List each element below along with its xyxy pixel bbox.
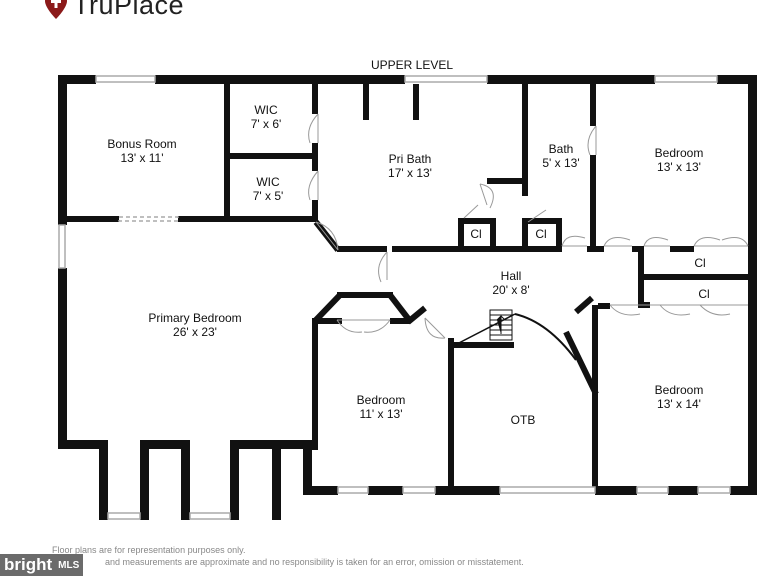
room-name-wic-1: WIC bbox=[254, 103, 278, 117]
closet-label-3: Cl bbox=[694, 256, 705, 270]
disclaimer-line-2: and measurements are approximate and no … bbox=[105, 557, 524, 567]
room-size-wic-2: 7' x 5' bbox=[253, 189, 284, 203]
closet-label-2: Cl bbox=[535, 227, 546, 241]
hall-curve bbox=[514, 313, 577, 361]
brand-logo: TruPlace bbox=[45, 0, 184, 20]
room-name-pri-bath: Pri Bath bbox=[389, 152, 432, 166]
mls-watermark: bright MLS bbox=[0, 554, 84, 576]
doors bbox=[308, 113, 749, 339]
room-name-bedroom-s: Bedroom bbox=[357, 393, 406, 407]
disclaimer-line-1: Floor plans are for representation purpo… bbox=[52, 545, 246, 555]
room-name-bath: Bath bbox=[549, 142, 574, 156]
brand-name: TruPlace bbox=[73, 0, 185, 20]
room-size-wic-1: 7' x 6' bbox=[251, 117, 282, 131]
windows bbox=[58, 75, 731, 520]
disclaimer: Floor plans are for representation purpo… bbox=[0, 543, 768, 576]
room-size-primary-bedroom: 26' x 23' bbox=[173, 325, 217, 339]
room-name-bonus-room: Bonus Room bbox=[107, 137, 176, 151]
room-size-bedroom-s: 11' x 13' bbox=[359, 407, 402, 421]
room-name-wic-2: WIC bbox=[256, 175, 280, 189]
closet-label-4: Cl bbox=[698, 287, 709, 301]
walls bbox=[58, 75, 757, 520]
watermark-sub: MLS bbox=[58, 559, 80, 571]
room-name-hall: Hall bbox=[501, 269, 522, 283]
stair-rail bbox=[454, 313, 516, 346]
room-size-bedroom-se: 13' x 14' bbox=[657, 397, 701, 411]
room-name-bedroom-se: Bedroom bbox=[655, 383, 704, 397]
room-name-primary-bedroom: Primary Bedroom bbox=[148, 311, 241, 325]
level-label: UPPER LEVEL bbox=[371, 58, 453, 72]
room-size-pri-bath: 17' x 13' bbox=[388, 166, 432, 180]
room-size-bonus-room: 13' x 11' bbox=[120, 151, 163, 165]
location-pin-icon bbox=[45, 0, 67, 19]
room-size-bedroom-ne: 13' x 13' bbox=[657, 160, 701, 174]
room-size-hall: 20' x 8' bbox=[492, 283, 529, 297]
room-name-otb: OTB bbox=[511, 413, 536, 427]
watermark-main: bright bbox=[4, 555, 53, 574]
closet-label-1: Cl bbox=[470, 227, 481, 241]
stairs bbox=[489, 309, 513, 341]
room-name-bedroom-ne: Bedroom bbox=[655, 146, 704, 160]
room-size-bath: 5' x 13' bbox=[542, 156, 579, 170]
